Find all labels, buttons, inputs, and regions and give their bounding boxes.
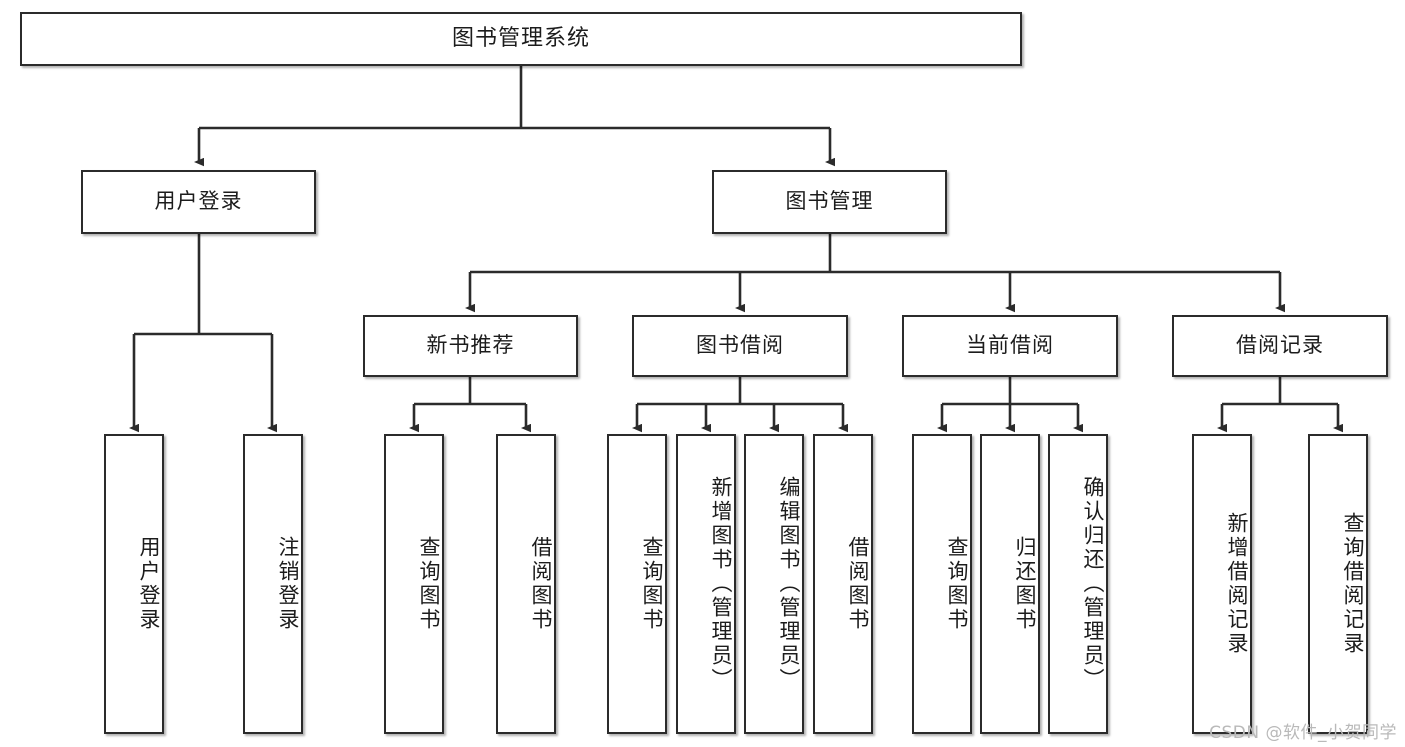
leaf-add-book-admin[interactable]: 新增图书（管理员） [676, 434, 736, 734]
node-book-borrow[interactable]: 图书借阅 [632, 315, 848, 377]
node-label: 图书管理 [785, 189, 874, 214]
node-label: 新增借阅记录 [1225, 512, 1249, 656]
node-label: 确认归还（管理员） [1081, 476, 1105, 692]
leaf-add-borrow-record[interactable]: 新增借阅记录 [1192, 434, 1252, 734]
node-label: 注销登录 [276, 536, 300, 632]
node-current-borrow[interactable]: 当前借阅 [902, 315, 1118, 377]
leaf-user-login[interactable]: 用户登录 [104, 434, 164, 734]
leaf-current-query-book[interactable]: 查询图书 [912, 434, 972, 734]
node-label: 新书推荐 [426, 333, 515, 358]
leaf-new-book-query[interactable]: 查询图书 [384, 434, 444, 734]
node-borrow-record[interactable]: 借阅记录 [1172, 315, 1388, 377]
node-label: 图书借阅 [696, 333, 784, 358]
node-label: 借阅图书 [846, 536, 870, 632]
node-label: 归还图书 [1013, 536, 1037, 632]
node-book-management[interactable]: 图书管理 [712, 170, 947, 234]
node-label: 查询借阅记录 [1341, 512, 1365, 656]
leaf-logout[interactable]: 注销登录 [243, 434, 303, 734]
leaf-new-book-borrow[interactable]: 借阅图书 [496, 434, 556, 734]
node-label: 新增图书（管理员） [709, 476, 733, 692]
leaf-borrow-book[interactable]: 借阅图书 [813, 434, 873, 734]
node-label: 用户登录 [154, 189, 243, 214]
node-label: 当前借阅 [966, 333, 1054, 358]
node-user-login[interactable]: 用户登录 [81, 170, 316, 234]
leaf-return-book[interactable]: 归还图书 [980, 434, 1040, 734]
leaf-edit-book-admin[interactable]: 编辑图书（管理员） [744, 434, 804, 734]
leaf-borrow-query-book[interactable]: 查询图书 [607, 434, 667, 734]
node-label: 查询图书 [945, 536, 969, 632]
node-label: 用户登录 [137, 536, 161, 632]
node-label: 编辑图书（管理员） [777, 476, 801, 692]
node-label: 图书管理系统 [451, 25, 590, 51]
node-label: 借阅记录 [1236, 333, 1324, 358]
watermark-text: CSDN @软件_小贺同学 [1209, 723, 1397, 743]
leaf-query-borrow-record[interactable]: 查询借阅记录 [1308, 434, 1368, 734]
node-label: 查询图书 [640, 536, 664, 632]
node-label: 借阅图书 [529, 536, 553, 632]
node-label: 查询图书 [417, 536, 441, 632]
node-new-book-recommend[interactable]: 新书推荐 [363, 315, 578, 377]
node-root-system[interactable]: 图书管理系统 [20, 12, 1022, 66]
leaf-confirm-return-admin[interactable]: 确认归还（管理员） [1048, 434, 1108, 734]
